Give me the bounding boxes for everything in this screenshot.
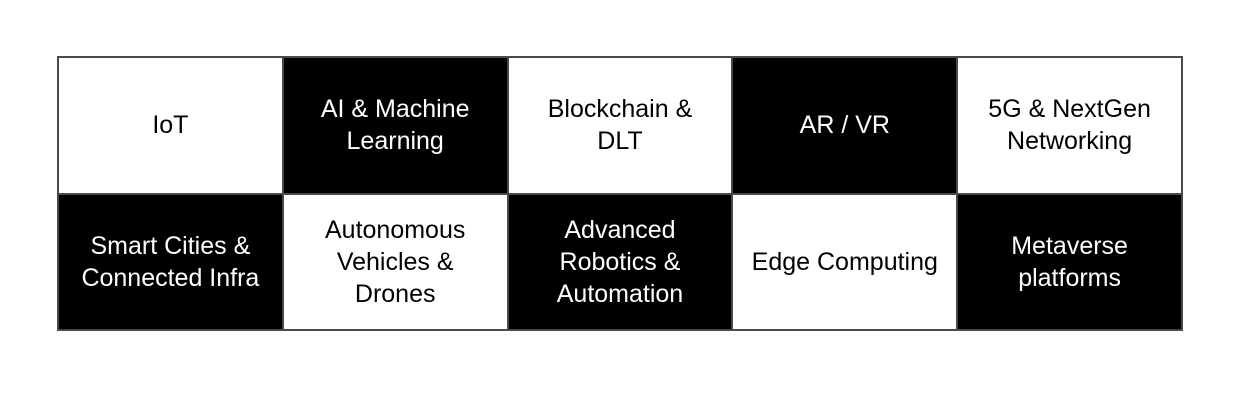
cell-blockchain-dlt: Blockchain & DLT — [507, 57, 733, 194]
technology-grid: IoT AI & Machine Learning Blockchain & D… — [57, 56, 1183, 331]
cell-ar-vr: AR / VR — [732, 57, 958, 194]
cell-iot: IoT — [58, 57, 283, 194]
cell-autonomous-vehicles-drones: Autonomous Vehicles & Drones — [282, 193, 508, 330]
cell-ai-machine-learning: AI & Machine Learning — [282, 57, 508, 194]
cell-advanced-robotics-automation: Advanced Robotics & Automation — [507, 193, 733, 330]
cell-edge-computing: Edge Computing — [732, 193, 958, 330]
cell-metaverse-platforms: Metaverse platforms — [957, 193, 1182, 330]
cell-smart-cities-connected-infra: Smart Cities & Connected Infra — [58, 193, 283, 330]
cell-5g-nextgen-networking: 5G & NextGen Networking — [957, 57, 1182, 194]
